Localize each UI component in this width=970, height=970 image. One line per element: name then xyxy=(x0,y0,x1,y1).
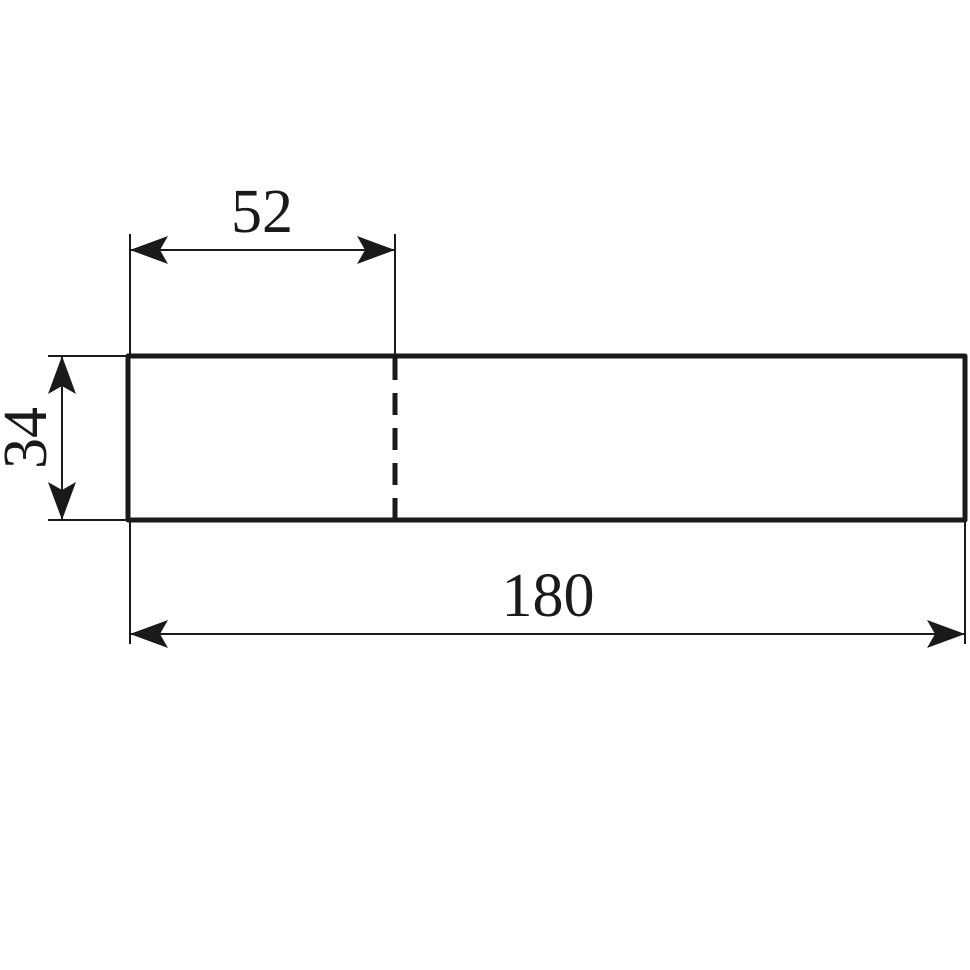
dimension-label-34: 34 xyxy=(0,407,60,469)
arrowhead-34-bottom xyxy=(48,482,76,520)
dimension-label-52: 52 xyxy=(231,178,293,246)
dimension-label-180: 180 xyxy=(502,562,595,630)
arrowhead-180-right xyxy=(927,620,965,648)
arrowhead-52-left xyxy=(130,236,168,264)
arrowhead-180-left xyxy=(130,620,168,648)
arrowhead-52-right xyxy=(357,236,395,264)
arrowhead-34-top xyxy=(48,356,76,394)
main-rectangle xyxy=(125,353,968,523)
